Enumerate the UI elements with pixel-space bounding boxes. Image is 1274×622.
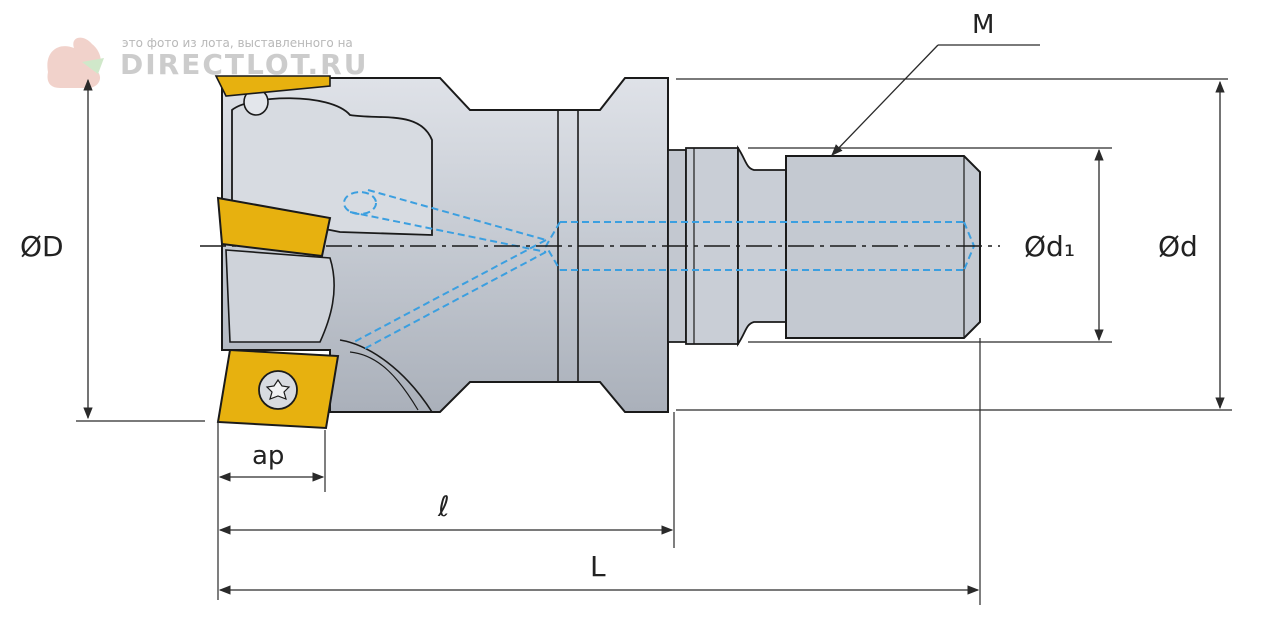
label-depth-ap: ap [252,441,284,471]
chip-pocket-lower [225,249,335,343]
coolant-channels [343,189,976,351]
torx-icon [265,378,291,400]
cutting-insert-top-edge [214,75,331,97]
label-length-l: ℓ [437,490,450,523]
threaded-shank [785,155,981,339]
label-thread-M: M [972,10,994,40]
flute-curve-inner [349,351,419,411]
watermark-squirrel-logo [47,37,104,89]
chip-pocket-upper [231,97,433,236]
cutting-insert-upper [216,196,332,258]
label-diameter-D: ØD [20,230,64,263]
watermark-caption: это фото из лота, выставленного на [122,36,353,50]
dimension-lines [83,44,1225,595]
dim-M-leader [831,44,939,156]
label-length-L: L [590,550,606,583]
flute-curve [339,339,433,413]
extension-lines [76,44,1232,605]
label-diameter-d: Ød [1158,230,1198,263]
label-diameter-d1: Ød₁ [1024,230,1075,263]
